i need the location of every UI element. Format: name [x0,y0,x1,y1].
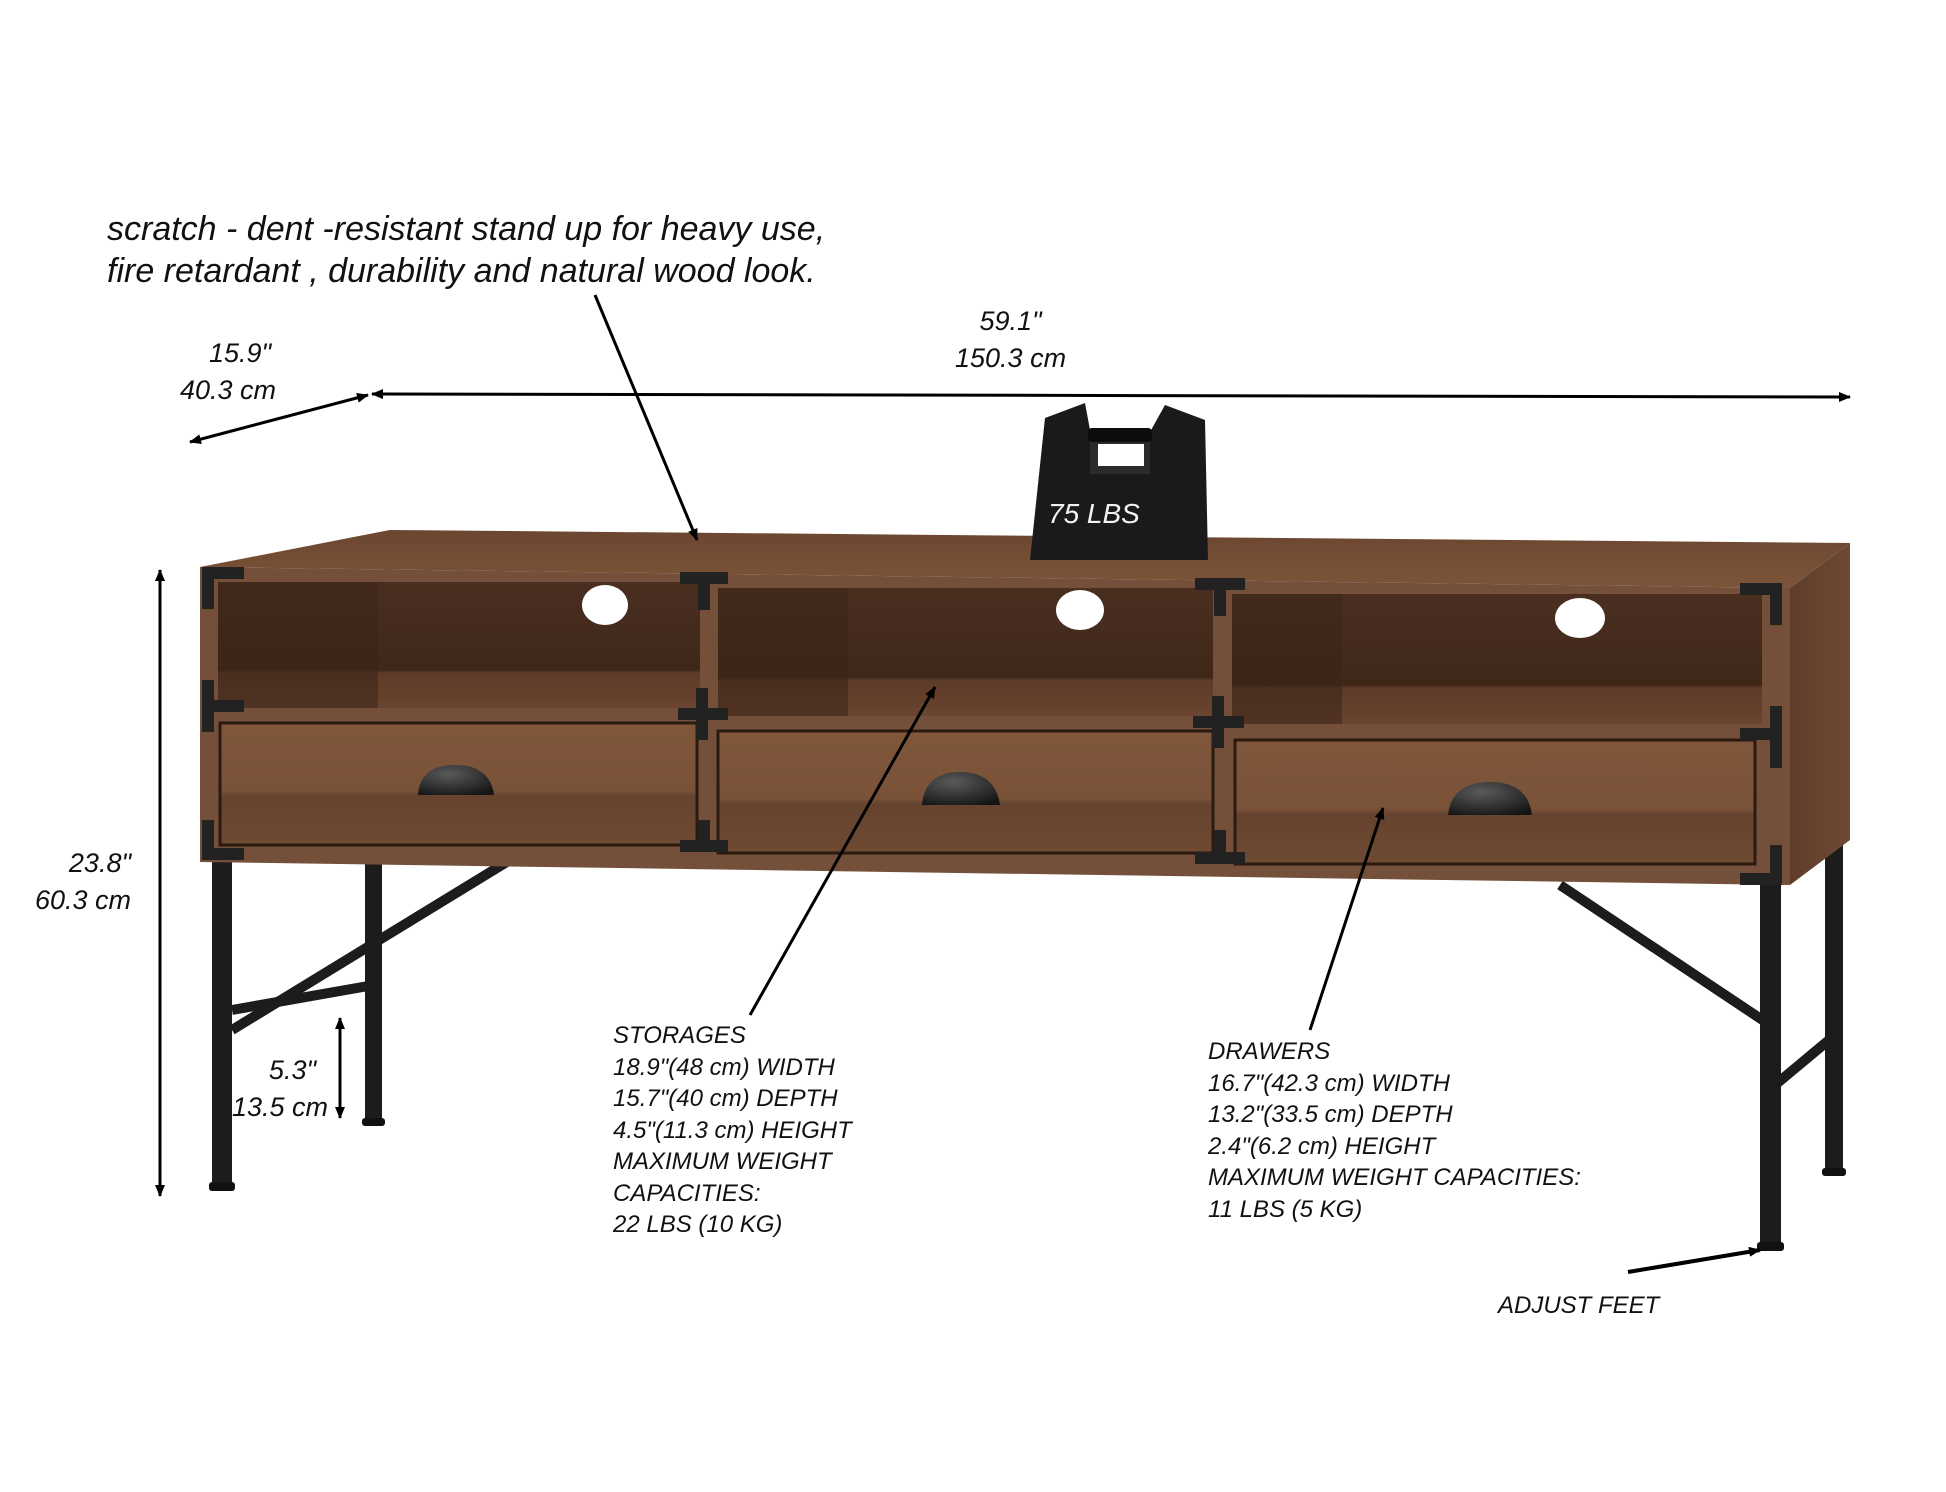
metal-corner-brackets [202,567,1782,885]
storages-spec: STORAGES 18.9"(48 cm) WIDTH 15.7"(40 cm)… [613,1020,852,1241]
drawer-3[interactable] [1233,738,1757,866]
width-label: 59.1" 150.3 cm [955,303,1066,377]
callout-arrows [593,294,1761,1274]
storages-line: 15.7"(40 cm) DEPTH [613,1085,838,1112]
height-inches: 23.8" [68,848,132,878]
drawer-pull-icon [1448,782,1532,815]
clearance-label: 5.3" 13.5 cm [232,1052,328,1126]
drawers-line: 13.2"(33.5 cm) DEPTH [1208,1101,1453,1128]
drawers-title: DRAWERS [1208,1038,1331,1065]
drawer-pull-icon [418,765,494,795]
storage-cubby-2 [718,588,1213,716]
height-cm: 60.3 cm [35,885,132,915]
storage-cubby-1 [218,582,700,708]
drawer-2[interactable] [716,729,1215,855]
headline-line-1: scratch - dent -resistant stand up for h… [107,210,826,248]
storages-line: 4.5"(11.3 cm) HEIGHT [613,1116,852,1144]
adjust-feet-label: ADJUST FEET [1498,1292,1660,1319]
storage-cubby-3 [1232,594,1762,724]
depth-inches: 15.9" [208,338,272,368]
drawers-line: 11 LBS (5 KG) [1208,1195,1363,1223]
depth-dimension-arrow [189,392,369,445]
width-inches: 59.1" [979,306,1042,336]
drawer-1[interactable] [218,721,699,847]
drawers-line: MAXIMUM WEIGHT CAPACITIES: [1208,1164,1581,1191]
width-dimension-arrow [371,389,1851,402]
headline-line-2: fire retardant , durability and natural … [107,252,816,290]
weight-label: 75 LBS [1048,498,1140,529]
clearance-inches: 5.3" [268,1055,317,1085]
depth-label: 15.9" 40.3 cm [180,335,276,409]
storages-line: MAXIMUM WEIGHT [613,1148,832,1175]
height-label: 23.8" 60.3 cm [35,845,131,919]
metal-legs [209,845,1846,1251]
depth-cm: 40.3 cm [180,375,277,405]
width-cm: 150.3 cm [955,343,1067,373]
storages-line: 22 LBS (10 KG) [613,1211,783,1238]
feature-headline: scratch - dent -resistant stand up for h… [107,208,825,292]
clearance-cm: 13.5 cm [232,1092,329,1122]
storages-line: 18.9"(48 cm) WIDTH [613,1053,835,1081]
storages-title: STORAGES [613,1022,746,1049]
drawers-line: 2.4"(6.2 cm) HEIGHT [1208,1132,1436,1160]
weight-block [1030,403,1208,560]
drawer-pull-icon [922,772,1000,805]
tv-stand-cabinet [200,530,1850,885]
drawers-line: 16.7"(42.3 cm) WIDTH [1208,1069,1450,1097]
drawers-spec: DRAWERS 16.7"(42.3 cm) WIDTH 13.2"(33.5 … [1208,1036,1581,1225]
storages-line: CAPACITIES: [613,1179,761,1207]
